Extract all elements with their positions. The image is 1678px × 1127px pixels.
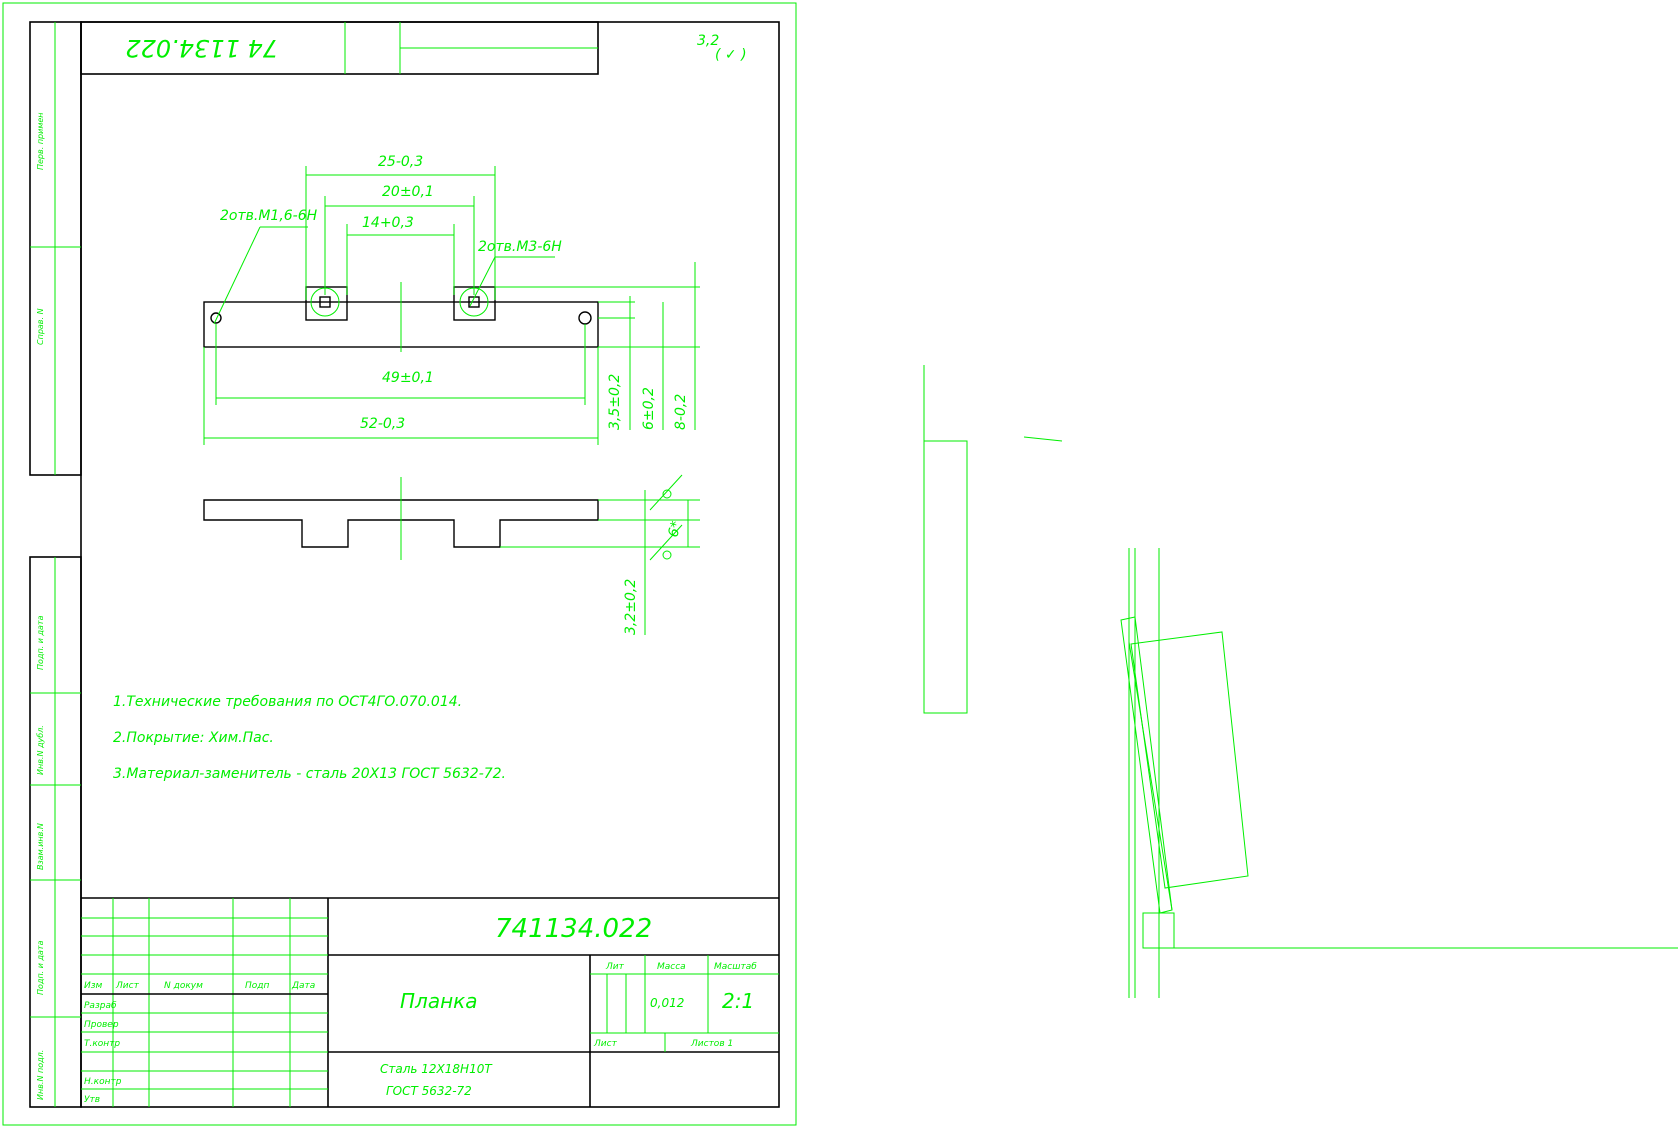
material-line-2: ГОСТ 5632-72	[386, 1084, 472, 1098]
dim-52: 52-0,3	[360, 416, 405, 432]
roughness-value: 3,2	[697, 33, 719, 49]
roughness-mark: 3,2 ( ✓ )	[697, 33, 747, 63]
dim-6-deg: 6*	[665, 520, 685, 540]
top-number-stamp: 74 1134.022	[80, 21, 599, 75]
stamp-vzam-inv: Взам.инв.N	[36, 823, 45, 870]
mirrored-drawing-number: 74 1134.022	[125, 34, 278, 62]
title-block-drawing-number: 741134.022	[495, 914, 652, 944]
tb-col-mass: Масса	[657, 962, 686, 972]
sheet-outer-border	[2, 2, 797, 1126]
label-hole-left: 2отв.М1,6-6Н	[220, 208, 318, 224]
part-title: Планка	[400, 989, 478, 1013]
side-view: 6* 3,2±0,2	[203, 474, 700, 635]
stamp-podp-data-bottom: Подп. и дата	[36, 940, 45, 995]
hole-bar-left	[210, 312, 222, 324]
stamp-inv-dubl: Инв.N дубл.	[36, 725, 45, 775]
dim-6: 6±0,2	[641, 387, 657, 430]
side-stamp-bottom: Подп. и дата Инв.N дубл. Взам.инв.N Подп…	[29, 556, 82, 1108]
note-1: 1.Технические требования по ОСТ4ГО.070.0…	[113, 694, 462, 710]
dim-14: 14+0,3	[362, 215, 414, 231]
tb-col-list: Лист	[115, 981, 140, 991]
main-view: 25-0,3 20±0,1 14+0,3 2отв.М1,6-6Н 2отв.М…	[203, 154, 700, 445]
hole-bar-right	[578, 311, 592, 325]
tb-row-utv: Утв	[84, 1095, 100, 1105]
mass-value: 0,012	[650, 996, 684, 1010]
sheet-label: Лист	[593, 1039, 618, 1049]
tb-col-lit: Лит	[605, 962, 625, 972]
tb-col-scale: Масштаб	[714, 962, 757, 972]
tb-row-prov: Провер	[84, 1020, 119, 1030]
side-stamp-top: Перв. примен Справ. N	[29, 21, 82, 476]
tb-col-doc: N докум	[164, 981, 203, 991]
label-hole-right: 2отв.М3-6Н	[478, 239, 562, 255]
dim-25: 25-0,3	[378, 154, 423, 170]
note-3: 3.Материал-заменитель - сталь 20Х13 ГОСТ…	[113, 766, 506, 782]
material-line-1: Сталь 12Х18Н10Т	[380, 1062, 493, 1076]
dim-3-2: 3,2±0,2	[623, 579, 639, 635]
stamp-podp-data-top: Подп. и дата	[36, 615, 45, 670]
roughness-sign: ( ✓ )	[715, 47, 747, 63]
dim-20: 20±0,1	[382, 184, 434, 200]
tb-row-razrab: Разраб	[84, 1001, 117, 1011]
note-2: 2.Покрытие: Хим.Пас.	[113, 730, 274, 746]
tb-row-nkontr: Н.контр	[84, 1077, 122, 1087]
stamp-inv-podl: Инв.N подл.	[36, 1050, 45, 1100]
scale-value: 2:1	[722, 989, 754, 1013]
part-boss-left	[305, 286, 348, 321]
dim-8: 8-0,2	[673, 394, 689, 430]
stamp-sprav: Справ. N	[36, 308, 45, 345]
tb-row-tkontr: Т.контр	[84, 1039, 120, 1049]
sheets-label: Листов 1	[690, 1039, 733, 1049]
title-block: Изм Лист N докум Подп Дата Разраб Провер…	[81, 897, 779, 1107]
stamp-perv-prim: Перв. примен	[36, 112, 45, 170]
tb-col-sign: Подп	[245, 981, 269, 991]
dim-3-5: 3,5±0,2	[607, 374, 623, 430]
stray-geometry	[923, 365, 1678, 998]
technical-notes: 1.Технические требования по ОСТ4ГО.070.0…	[113, 694, 506, 782]
tb-col-date: Дата	[291, 981, 315, 991]
tb-col-izm: Изм	[84, 981, 103, 991]
dim-49: 49±0,1	[382, 370, 434, 386]
